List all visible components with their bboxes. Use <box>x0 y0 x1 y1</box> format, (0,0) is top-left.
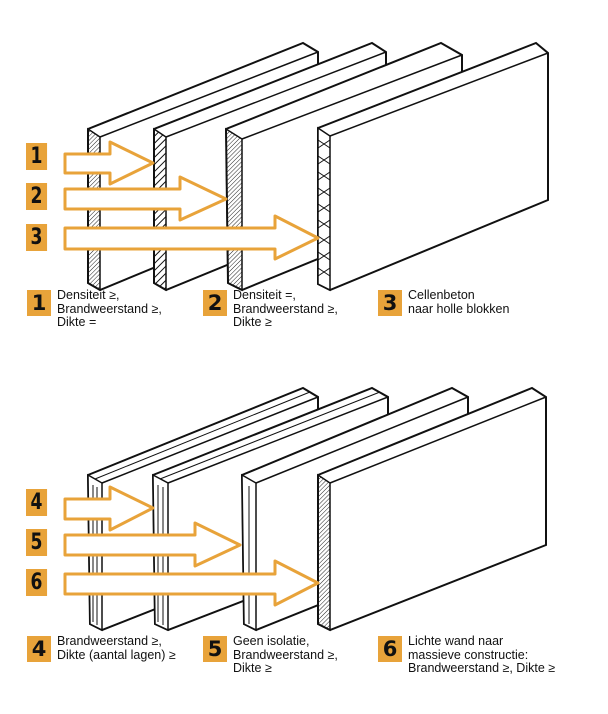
legend-text-1: Densiteit ≥, Brandweerstand ≥, Dikte = <box>57 288 162 329</box>
arrow-3 <box>63 214 320 261</box>
legend-text-5: Geen isolatie, Brandweerstand ≥, Dikte ≥ <box>233 634 338 675</box>
legend-item-2: 2 Densiteit =, Brandweerstand ≥, Dikte ≥ <box>203 288 338 330</box>
arrow-badge-3: 3 <box>26 224 48 251</box>
wall-top-4 <box>317 41 549 292</box>
wall-bottom-4 <box>317 386 547 632</box>
arrow-badge-5: 5 <box>26 529 48 556</box>
legend-badge-6: 6 <box>378 636 402 662</box>
legend-badge-5: 5 <box>203 636 227 662</box>
arrow-badge-6: 6 <box>26 569 48 596</box>
legend-text-3: Cellenbeton naar holle blokken <box>408 288 510 316</box>
arrow-badge-1: 1 <box>26 143 48 170</box>
legend-text-4: Brandweerstand ≥, Dikte (aantal lagen) ≥ <box>57 634 176 662</box>
arrow-2 <box>63 175 228 222</box>
legend-badge-4: 4 <box>27 636 51 662</box>
legend-item-3: 3 Cellenbeton naar holle blokken <box>378 288 510 316</box>
legend-item-6: 6 Lichte wand naar massieve constructie:… <box>378 634 556 676</box>
legend-badge-1: 1 <box>27 290 51 316</box>
legend-text-2: Densiteit =, Brandweerstand ≥, Dikte ≥ <box>233 288 338 329</box>
legend-badge-2: 2 <box>203 290 227 316</box>
legend-badge-3: 3 <box>378 290 402 316</box>
bottom-walls-group <box>86 386 547 632</box>
arrow-4 <box>63 485 155 532</box>
legend-item-1: 1 Densiteit ≥, Brandweerstand ≥, Dikte = <box>27 288 162 330</box>
arrow-6 <box>63 559 320 607</box>
legend-item-4: 4 Brandweerstand ≥, Dikte (aantal lagen)… <box>27 634 176 662</box>
arrow-1 <box>63 140 155 186</box>
legend-text-6: Lichte wand naar massieve constructie: B… <box>408 634 556 675</box>
arrow-5 <box>63 521 242 568</box>
arrow-badge-4: 4 <box>26 489 48 516</box>
arrow-badge-2: 2 <box>26 183 48 210</box>
legend-item-5: 5 Geen isolatie, Brandweerstand ≥, Dikte… <box>203 634 338 676</box>
top-walls-group <box>87 41 549 292</box>
